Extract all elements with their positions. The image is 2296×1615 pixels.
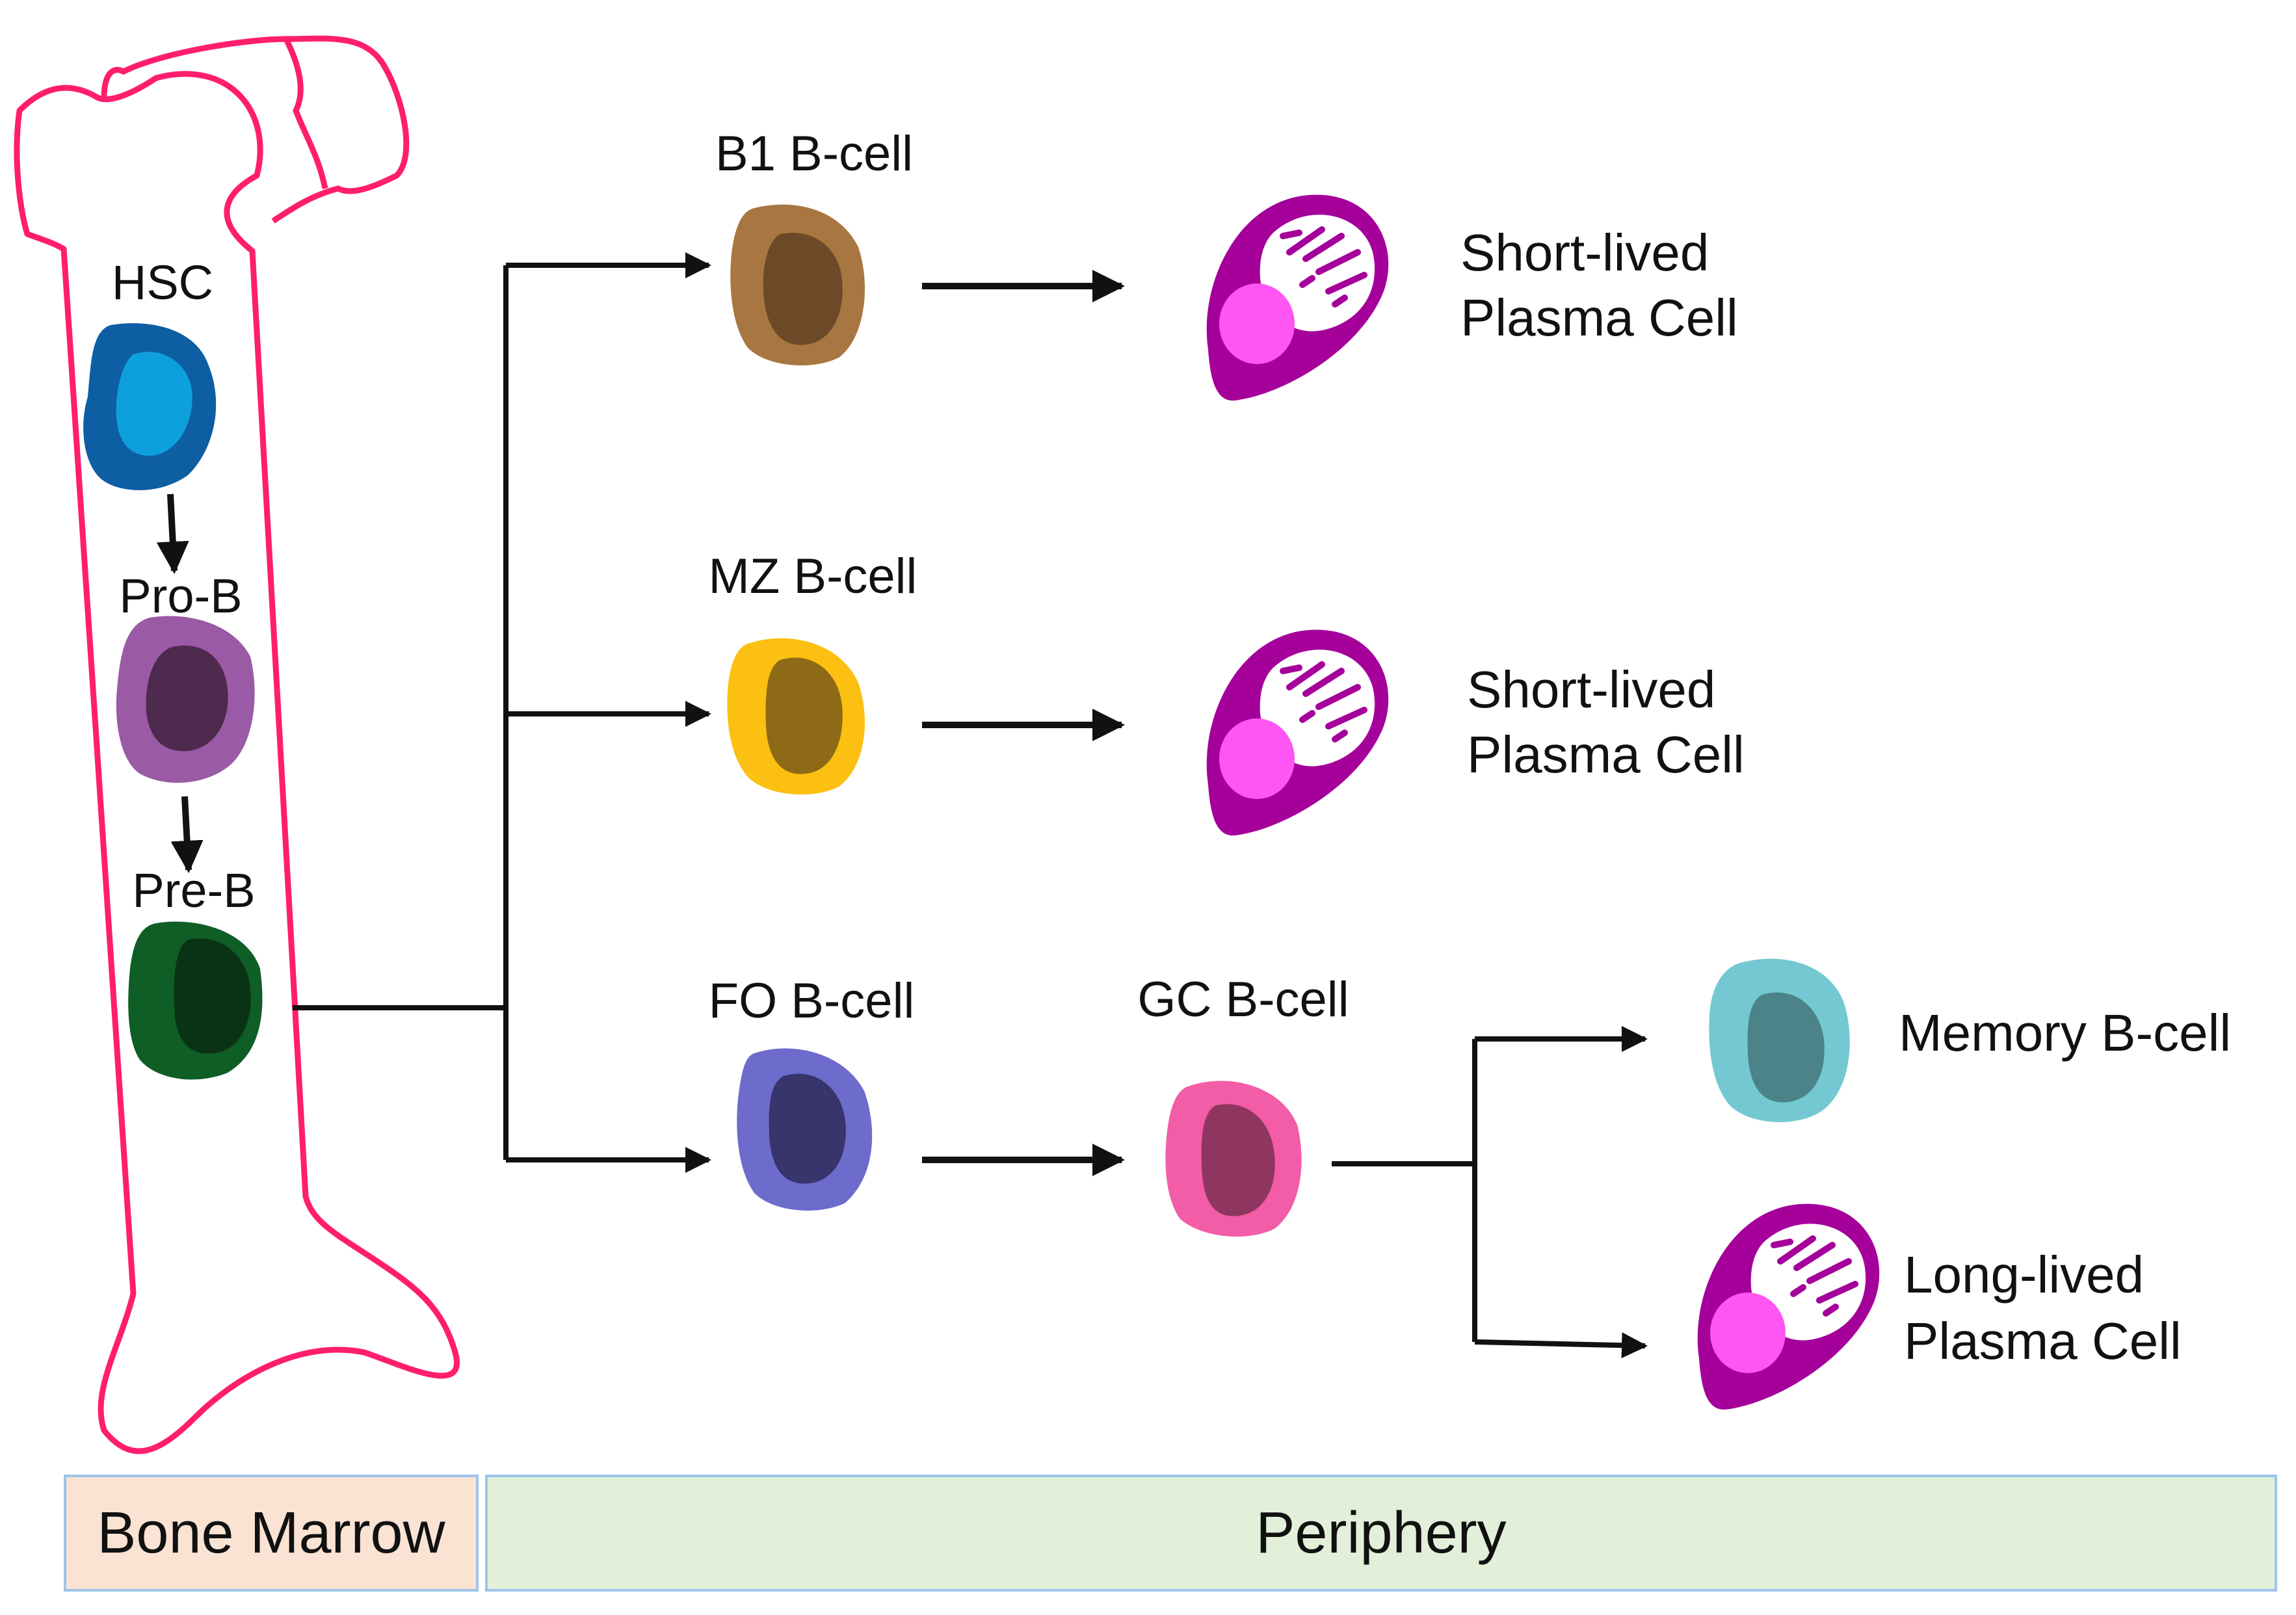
plasma-cell-1: [1207, 195, 1389, 400]
label-b1: B1 B-cell: [715, 126, 913, 181]
label-pre-b: Pre-B: [132, 863, 255, 917]
cell-pro-b: [116, 616, 255, 783]
label-plasma-long-line1: Long-lived: [1904, 1246, 2144, 1304]
cell-pre-b: [128, 921, 263, 1080]
region-bone-marrow-label: Bone Marrow: [97, 1500, 445, 1566]
label-gc: GC B-cell: [1137, 972, 1349, 1027]
label-hsc: HSC: [112, 256, 213, 309]
branch-lines: [293, 252, 711, 1173]
arrow-prob-to-preb: [170, 796, 204, 873]
label-pro-b: Pro-B: [119, 569, 242, 623]
region-bone-marrow: Bone Marrow: [64, 1475, 479, 1592]
label-plasma-2-line2: Plasma Cell: [1467, 726, 1745, 783]
label-memory: Memory B-cell: [1899, 1004, 2231, 1062]
cell-hsc: [83, 323, 217, 490]
arrow-hsc-to-prob: [156, 493, 189, 574]
label-plasma-2-line1: Short-lived: [1467, 661, 1715, 718]
region-periphery-label: Periphery: [1256, 1500, 1507, 1566]
cell-memory: [1709, 958, 1850, 1123]
region-periphery: Periphery: [485, 1475, 2277, 1592]
label-plasma-1-line2: Plasma Cell: [1460, 289, 1738, 347]
cell-gc: [1165, 1081, 1302, 1237]
label-plasma-long-line2: Plasma Cell: [1904, 1312, 2182, 1370]
bone-outline: [14, 35, 460, 1454]
gc-branch-lines: [1332, 1026, 1648, 1359]
cell-fo: [737, 1048, 873, 1211]
cell-mz: [727, 638, 865, 794]
label-mz: MZ B-cell: [709, 549, 917, 604]
plasma-cell-2: [1207, 630, 1389, 835]
cell-b1: [730, 204, 865, 365]
label-plasma-1-line1: Short-lived: [1460, 224, 1709, 282]
plasma-cell-long: [1698, 1204, 1880, 1410]
label-fo: FO B-cell: [709, 973, 915, 1029]
